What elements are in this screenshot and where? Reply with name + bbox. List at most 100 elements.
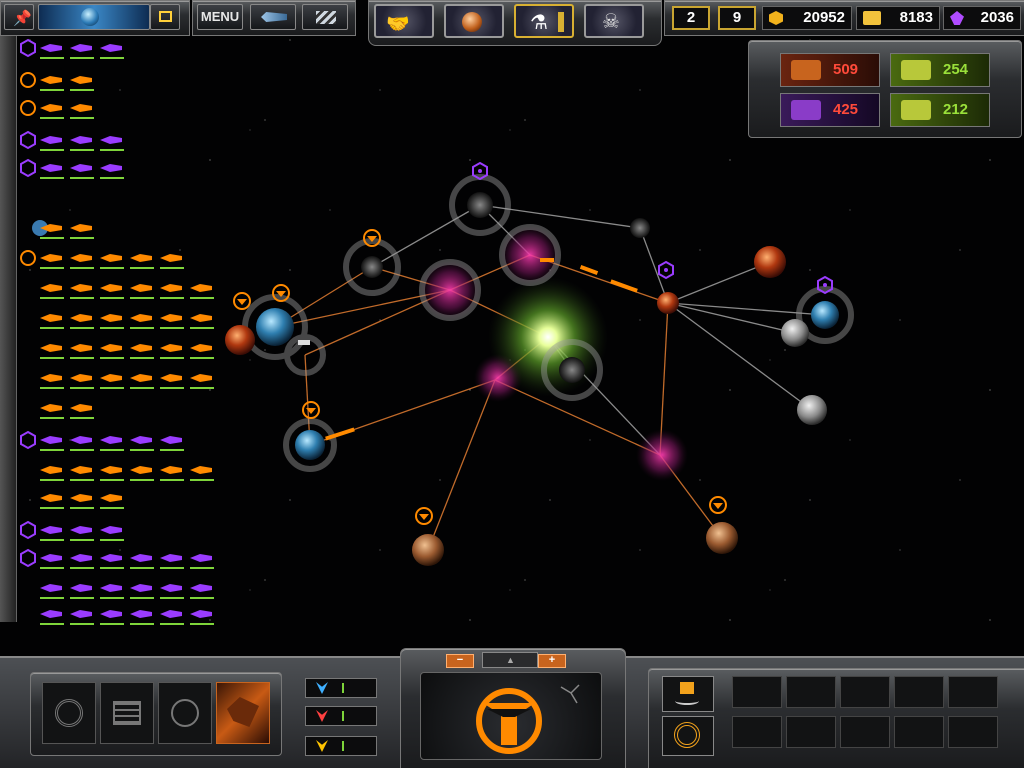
ship-icon[interactable] [40,104,62,112]
build-ship-button[interactable] [662,716,714,756]
ship-icon[interactable] [40,494,62,502]
ship-icon[interactable] [190,554,212,562]
zoom-in-button[interactable]: + [538,654,566,668]
planet-asteroid-nw[interactable] [361,256,383,278]
ship-icon[interactable] [100,164,122,172]
ship-icon[interactable] [100,610,122,618]
build-queue-slot[interactable] [786,716,836,748]
ship-icon[interactable] [40,526,62,534]
ship-icon[interactable] [40,404,62,412]
diplomacy-button[interactable]: 🤝 [374,4,434,38]
ship-icon[interactable] [70,436,92,444]
ship-icon[interactable] [40,466,62,474]
planet-moon-southeast[interactable] [797,395,827,425]
advent-faction-icon[interactable] [20,520,36,540]
ship-icon[interactable] [190,584,212,592]
planet-terran-east[interactable] [811,301,839,329]
ship-icon[interactable] [160,436,182,444]
ship-icon[interactable] [40,254,62,262]
ship-icon[interactable] [70,494,92,502]
selected-ship-portrait[interactable] [216,682,270,744]
ship-icon[interactable] [100,554,122,562]
window-toggle-button[interactable] [150,4,180,30]
nebula-south-east[interactable] [636,429,688,481]
ship-icon[interactable] [100,584,122,592]
ship-icon[interactable] [100,466,122,474]
ship-icon[interactable] [70,404,92,412]
menu-button[interactable]: MENU [197,4,243,30]
ship-icon[interactable] [160,610,182,618]
ship-icon[interactable] [190,374,212,382]
ship-icon[interactable] [160,584,182,592]
ship-icon[interactable] [70,254,92,262]
ship-icon[interactable] [70,554,92,562]
tec-faction-icon[interactable] [20,100,36,116]
ship-icon[interactable] [130,466,152,474]
ship-icon[interactable] [40,554,62,562]
ship-icon[interactable] [70,104,92,112]
ship-icon[interactable] [40,374,62,382]
ship-icon[interactable] [160,254,182,262]
ship-icon[interactable] [70,314,92,322]
pin-button[interactable]: 📌 [4,4,34,30]
ship-icon[interactable] [70,344,92,352]
ship-icon[interactable] [40,284,62,292]
fleet-indicator-blue[interactable] [305,678,377,698]
ship-icon[interactable] [40,164,62,172]
ship-icon[interactable] [160,314,182,322]
planet-asteroid-ne[interactable] [630,218,650,238]
ship-icon[interactable] [40,610,62,618]
ship-icon[interactable] [70,284,92,292]
build-queue-slot[interactable] [786,676,836,708]
cinematic-button[interactable] [302,4,348,30]
advent-faction-icon[interactable] [20,38,36,58]
empire-tree-button[interactable] [38,4,150,30]
ship-icon[interactable] [130,436,152,444]
ship-icon[interactable] [190,344,212,352]
ship-icon[interactable] [70,466,92,474]
planet-desert-south[interactable] [412,534,444,566]
pirates-button[interactable]: ☠ [584,4,644,38]
ship-icon[interactable] [160,466,182,474]
build-queue-slot[interactable] [732,676,782,708]
planet-volcanic-east[interactable] [754,246,786,278]
ship-icon[interactable] [40,224,62,232]
ship-icon[interactable] [100,254,122,262]
zoom-out-button[interactable]: − [446,654,474,668]
ship-icon[interactable] [160,554,182,562]
ship-icon[interactable] [100,526,122,534]
advent-faction-icon[interactable] [20,158,36,178]
ship-icon[interactable] [70,136,92,144]
fleet-indicator-yellow[interactable] [305,736,377,756]
ship-icon[interactable] [40,136,62,144]
ship-icon[interactable] [70,374,92,382]
research-button[interactable]: ⚗ [514,4,574,38]
ship-icon[interactable] [190,284,212,292]
ship-icon[interactable] [100,436,122,444]
build-structure-button[interactable] [662,676,714,712]
targeting-tab[interactable] [42,682,96,744]
build-queue-slot[interactable] [948,716,998,748]
build-queue-slot[interactable] [840,676,890,708]
ship-icon[interactable] [100,314,122,322]
ship-icon[interactable] [70,526,92,534]
planet-ice-west[interactable] [295,430,325,460]
ship-icon[interactable] [130,344,152,352]
ship-icon[interactable] [40,436,62,444]
ship-icon[interactable] [190,610,212,618]
advent-faction-icon[interactable] [20,548,36,568]
planet-volcanic-west[interactable] [225,325,255,355]
ship-icon[interactable] [190,314,212,322]
planet-asteroid-center[interactable] [559,357,585,383]
ship-icon[interactable] [70,610,92,618]
ship-icon[interactable] [160,374,182,382]
nebula-central-north[interactable] [500,225,560,285]
ship-icon[interactable] [40,314,62,322]
ship-icon[interactable] [130,314,152,322]
ship-icon[interactable] [40,76,62,84]
tec-faction-icon[interactable] [20,72,36,88]
ship-icon[interactable] [70,44,92,52]
ship-icon[interactable] [100,136,122,144]
ship-icon[interactable] [100,44,122,52]
